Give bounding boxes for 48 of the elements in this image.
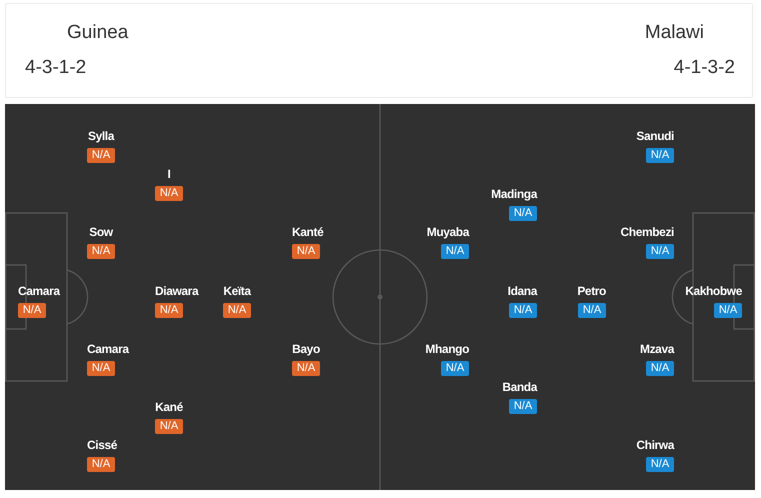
player-name: Sow bbox=[89, 224, 113, 240]
player-name: Sylla bbox=[88, 128, 114, 144]
player-name: Muyaba bbox=[426, 224, 469, 240]
player-rating: N/A bbox=[155, 303, 183, 318]
player-name: Diawara bbox=[155, 283, 198, 299]
team-name: Malawi bbox=[644, 22, 704, 44]
player-name: Sanudi bbox=[636, 128, 674, 144]
player-rating: N/A bbox=[509, 399, 537, 414]
player-rating: N/A bbox=[441, 361, 469, 376]
player-name: Chirwa bbox=[636, 437, 674, 453]
player-name: Bayo bbox=[292, 341, 320, 357]
player-rating: N/A bbox=[292, 244, 320, 259]
player-rating: N/A bbox=[646, 148, 674, 163]
player-rating: N/A bbox=[292, 361, 320, 376]
player-name: Kanté bbox=[292, 224, 324, 240]
formation: 4-1-3-2 bbox=[674, 57, 735, 79]
player-rating: N/A bbox=[714, 303, 742, 318]
player-rating: N/A bbox=[646, 457, 674, 472]
player-rating: N/A bbox=[18, 303, 46, 318]
player-rating: N/A bbox=[87, 457, 115, 472]
player-name: Camara bbox=[87, 341, 129, 357]
player-name: Banda bbox=[502, 379, 537, 395]
player-rating: N/A bbox=[223, 303, 251, 318]
formation: 4-3-1-2 bbox=[25, 57, 86, 79]
player-name: Idana bbox=[508, 283, 537, 299]
player-name: Chembezi bbox=[620, 224, 674, 240]
player-rating: N/A bbox=[509, 303, 537, 318]
player-name: Camara bbox=[18, 283, 60, 299]
player-name: Mzava bbox=[640, 341, 674, 357]
player-name: Madinga bbox=[491, 186, 537, 202]
player-name: Kakhobwe bbox=[685, 283, 742, 299]
player-rating: N/A bbox=[441, 244, 469, 259]
player-rating: N/A bbox=[646, 244, 674, 259]
player-name: Mhango bbox=[425, 341, 469, 357]
player-name: I bbox=[168, 166, 170, 182]
player-name: Cissé bbox=[87, 437, 118, 453]
player-rating: N/A bbox=[578, 303, 606, 318]
player-rating: N/A bbox=[155, 419, 183, 434]
player-rating: N/A bbox=[87, 361, 115, 376]
player-name: Keïta bbox=[223, 283, 251, 299]
player-rating: N/A bbox=[646, 361, 674, 376]
player-name: Petro bbox=[577, 283, 606, 299]
player-rating: N/A bbox=[155, 186, 183, 201]
team-name: Guinea bbox=[67, 22, 128, 44]
player-rating: N/A bbox=[87, 148, 115, 163]
player-rating: N/A bbox=[87, 244, 115, 259]
player-rating: N/A bbox=[509, 206, 537, 221]
player-name: Kané bbox=[155, 399, 183, 415]
